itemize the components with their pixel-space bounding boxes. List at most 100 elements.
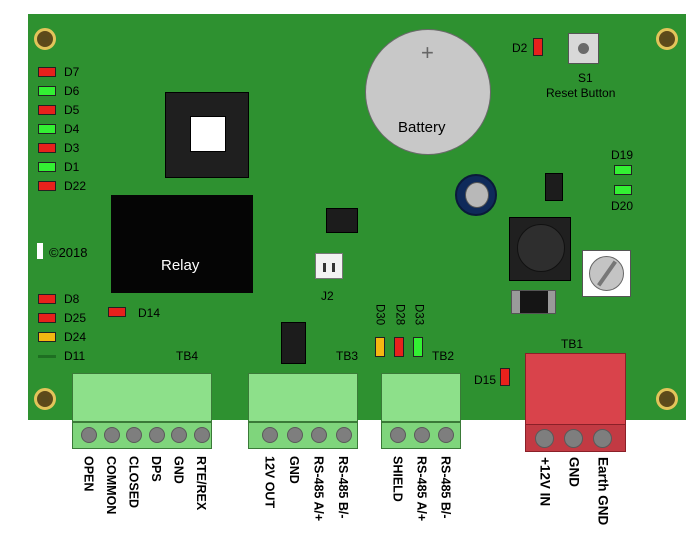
led-d5-label: D5 [64,103,80,117]
diode [511,290,556,314]
copyright-marker [37,243,43,259]
screw-icon [438,427,454,443]
tb3-pin-label: RS-485 A/+ [311,456,326,522]
tb1-terminal-block [525,353,626,426]
led-d15-label: D15 [474,373,497,387]
tb4-pin-label: DPS [149,456,163,482]
led-d3 [38,143,56,153]
screw-icon [311,427,327,443]
screw-icon [81,427,97,443]
led-d22 [38,181,56,191]
ic-chip-tb3 [281,322,306,364]
tb4-pin-label: OPEN [81,456,96,492]
led-d30-label: D30 [373,304,386,326]
reset-button[interactable] [568,33,599,64]
led-d22-label: D22 [64,179,87,193]
led-d6 [38,86,56,96]
tb4-pin-label: GND [171,456,186,484]
s1-sublabel: Reset Button [546,86,616,100]
ic-chip [326,208,358,233]
led-d7 [38,67,56,77]
potentiometer-icon [589,256,624,291]
tb1-pin-label: Earth GND [595,457,611,526]
led-d11-label: D11 [64,349,86,363]
capacitor-top [465,182,489,208]
reset-button-knob [578,43,589,54]
tb4-screw-row [72,422,212,449]
led-d24-label: D24 [64,330,87,344]
screw-icon [126,427,142,443]
led-d4 [38,124,56,134]
led-d2-label: D2 [512,41,528,55]
led-d33-label: D33 [412,304,425,326]
screw-icon [103,427,120,443]
j2-connector [315,253,343,279]
screw-icon [335,427,352,443]
inductor [509,217,571,281]
led-d20 [614,185,632,195]
led-d2 [533,38,543,56]
screw-icon [171,427,187,443]
led-d5 [38,105,56,115]
j2-pin [323,263,326,272]
tb2-pin-label: RS-485 B/- [438,456,453,519]
led-d3-label: D3 [64,141,80,155]
tb2-pin-label: SHIELD [390,456,405,502]
screw-icon [286,427,303,443]
led-d19-label: D19 [611,148,634,162]
battery-label: Battery [398,119,446,136]
led-d8 [38,294,56,304]
led-d25-label: D25 [64,311,87,325]
copyright-text: ©2018 [49,245,88,260]
potentiometer[interactable] [582,250,631,297]
potentiometer-slot [597,260,617,287]
screw-icon [414,427,430,443]
screw-icon [535,429,554,448]
inductor-core [517,224,565,272]
led-d1 [38,162,56,172]
tb4-pin-label: CLOSED [126,456,141,509]
battery: + Battery [365,29,491,155]
led-d6-label: D6 [64,84,80,98]
tb3-label: TB3 [336,349,359,363]
tb2-label: TB2 [432,349,455,363]
led-d30 [375,337,385,357]
led-d4-label: D4 [64,122,80,136]
battery-plus-icon: + [421,40,434,65]
led-d1-label: D1 [64,160,80,174]
led-d8-label: D8 [64,292,80,306]
diode-body [520,291,548,313]
led-d7-label: D7 [64,65,80,79]
mounting-hole-icon [34,388,56,410]
tb2-terminal-block [381,373,461,422]
j2-pin [332,263,335,272]
small-ic [545,173,563,201]
screw-icon [193,427,210,443]
tb3-pin-label: 12V OUT [262,456,277,509]
tb1-label: TB1 [561,337,584,351]
screw-icon [262,427,278,443]
tb1-pin-label: +12V IN [537,457,553,507]
led-d25 [38,313,56,323]
mounting-hole-icon [656,28,678,50]
capacitor [455,174,497,216]
tb3-pin-label: GND [287,456,301,484]
relay-switch-window [190,116,226,152]
mounting-hole-icon [34,28,56,50]
screw-icon [148,427,165,443]
s1-label: S1 [578,71,593,85]
tb4-terminal-block [72,373,212,422]
screw-icon [593,429,612,448]
relay-label: Relay [161,257,200,274]
tb1-pin-label: GND [566,457,582,487]
tb3-pin-label: RS-485 B/- [336,456,350,519]
led-d11 [38,355,56,358]
led-d14-label: D14 [138,306,161,320]
led-d19 [614,165,632,175]
tb4-pin-label: COMMON [104,456,118,515]
screw-icon [390,427,406,443]
led-d24 [38,332,56,342]
led-d28-label: D28 [393,304,406,326]
led-d15 [500,368,510,386]
relay: Relay [111,195,253,293]
